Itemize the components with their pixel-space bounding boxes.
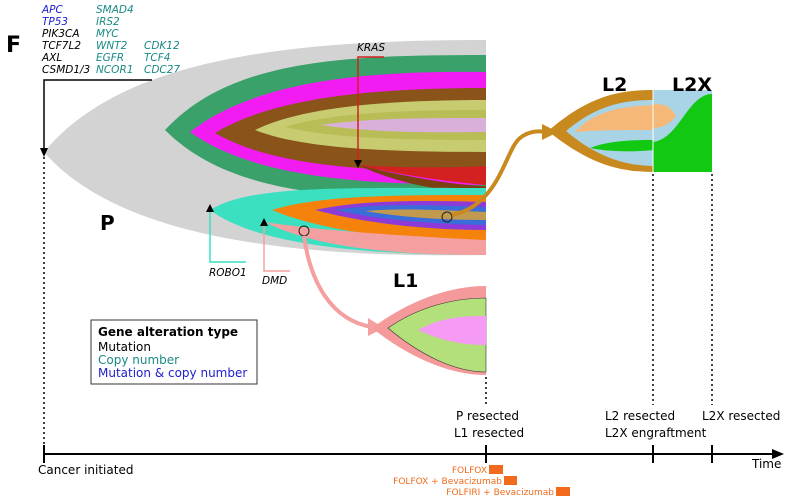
initiation-arrow xyxy=(43,79,152,152)
event-p-resected: P resected xyxy=(456,409,519,423)
gene-label: SMAD4 xyxy=(96,4,134,16)
legend-item-mutation: Mutation xyxy=(98,340,151,354)
kras-arrowhead xyxy=(354,160,362,168)
event-l2x-engraftment: L2X engraftment xyxy=(605,426,707,440)
l2x-green xyxy=(653,94,712,172)
gene-label: NCOR1 xyxy=(96,64,133,76)
l1-pink xyxy=(418,316,486,345)
gene-label: TCF4 xyxy=(144,52,170,64)
event-l2-resected: L2 resected xyxy=(605,409,675,423)
l2-green xyxy=(590,140,655,152)
kras-bracket xyxy=(357,56,384,162)
gene-label: AXL xyxy=(41,52,62,64)
robo1-bracket xyxy=(209,210,246,263)
tumor-label-l2x: L2X xyxy=(672,74,712,96)
event-l1-resected: L1 resected xyxy=(454,426,524,440)
clone-salmon xyxy=(265,222,486,255)
gene-label: APC xyxy=(41,4,64,16)
timeline-label: Time xyxy=(751,457,781,471)
gene-label: IRS2 xyxy=(96,16,120,28)
gene-label: WNT2 xyxy=(96,40,128,52)
gene-label: PIK3CA xyxy=(42,28,80,40)
timeline-arrowhead xyxy=(772,449,784,459)
dmd-bracket xyxy=(263,224,290,272)
treatment-bar-folfiri-bev xyxy=(556,487,570,496)
dmd-arrowhead xyxy=(260,218,268,226)
legend-title: Gene alteration type xyxy=(98,325,238,339)
legend-item-copy-number: Copy number xyxy=(98,353,179,367)
migration-arrow-l1 xyxy=(302,235,373,329)
legend: Gene alteration type Mutation Copy numbe… xyxy=(90,319,258,385)
dmd-label: DMD xyxy=(262,275,287,287)
treatment-label-folfox: FOLFOX xyxy=(452,466,487,476)
event-l2x-resected: L2X resected xyxy=(702,409,780,423)
treatment-bar-folfox-bev xyxy=(504,476,517,485)
clone-red-kras xyxy=(358,165,486,185)
tumor-label-p: P xyxy=(100,211,115,235)
gene-label: EGFR xyxy=(96,52,124,64)
l2x-peach xyxy=(653,104,676,128)
legend-box xyxy=(90,319,258,385)
legend-item-both: Mutation & copy number xyxy=(98,366,247,380)
robo1-label: ROBO1 xyxy=(209,267,247,279)
robo1-arrowhead xyxy=(206,204,214,212)
treatment-bar-folfox xyxy=(489,465,503,474)
treatment-label-folfiri-bev: FOLFIRI + Bevacizumab xyxy=(446,488,554,498)
panel-letter: F xyxy=(6,33,21,58)
clone-light-pink xyxy=(320,118,486,133)
event-cancer-initiated: Cancer initiated xyxy=(38,463,133,477)
gene-label: CDC27 xyxy=(144,64,180,76)
treatments: FOLFOX FOLFOX + Bevacizumab FOLFIRI + Be… xyxy=(393,465,570,498)
tumor-label-l1: L1 xyxy=(393,270,418,292)
l2-peach xyxy=(575,105,655,132)
clone-brown-lower xyxy=(358,165,486,193)
gene-label: CDK12 xyxy=(144,40,180,52)
seed-circle-l2 xyxy=(441,211,453,223)
initiation-arrowhead xyxy=(40,148,48,157)
gene-label: CSMD1/3 xyxy=(42,64,90,76)
treatment-label-folfox-bev: FOLFOX + Bevacizumab xyxy=(393,477,502,487)
kras-label: KRAS xyxy=(357,42,385,54)
tumor-label-l2: L2 xyxy=(602,74,627,96)
gene-label: MYC xyxy=(96,28,119,40)
gene-label: TP53 xyxy=(42,16,68,28)
migration-arrow-l2 xyxy=(451,129,549,217)
gene-label: TCF7L2 xyxy=(42,40,81,52)
